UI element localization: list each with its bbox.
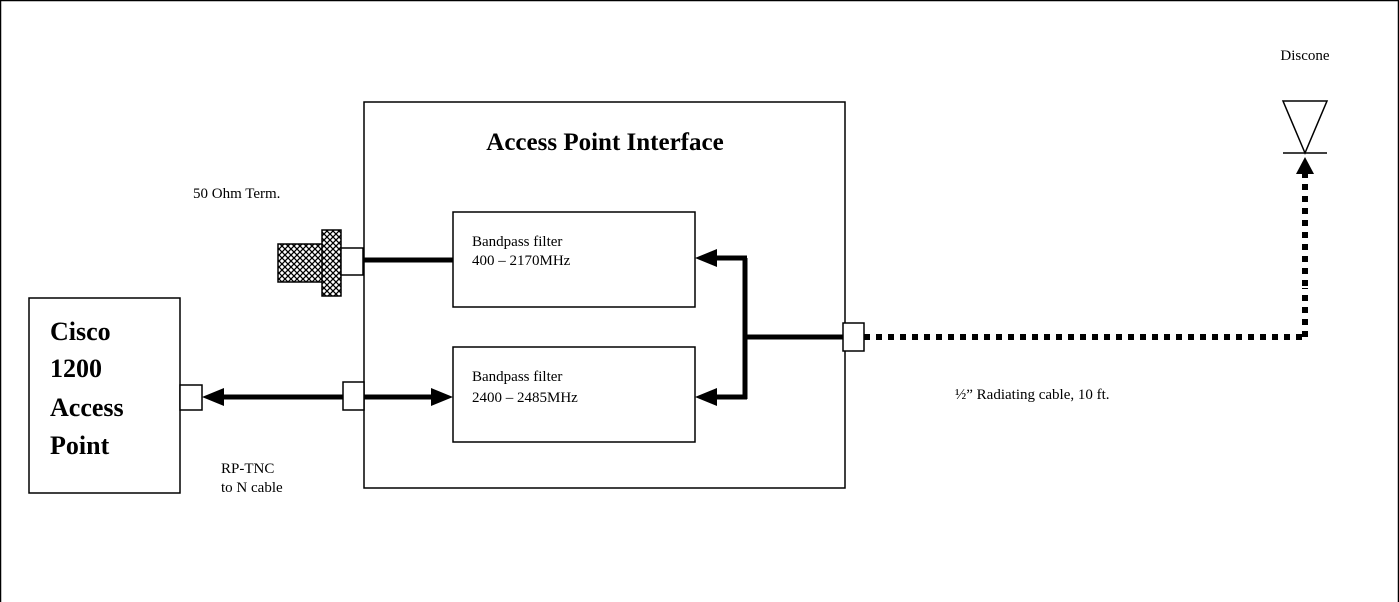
bandpass-filter-high-line1: Bandpass filter: [472, 369, 562, 385]
access-point-line4: Point: [50, 431, 110, 460]
rp-tnc-cable: [202, 388, 343, 406]
bandpass-filter-low-line1: Bandpass filter: [472, 234, 562, 250]
radiating-cable: [864, 288, 1308, 340]
termination-label: 50 Ohm Term.: [193, 186, 280, 202]
bandpass-filter-high-box: [452, 346, 696, 443]
filter-high-input-line: [364, 388, 453, 406]
radiating-cable-label: ½” Radiating cable, 10 ft.: [955, 387, 1110, 403]
access-point-port: [179, 384, 203, 411]
interface-n-connector: [342, 381, 365, 411]
interface-antenna-connector: [842, 322, 865, 352]
access-point-line2: 1200: [50, 354, 102, 383]
access-point-line3: Access: [50, 393, 124, 422]
cable-label-line2: to N cable: [221, 480, 283, 496]
interface-title: Access Point Interface: [486, 129, 723, 156]
termination-connector: [277, 229, 364, 297]
access-point-line1: Cisco: [50, 317, 111, 346]
antenna-label: Discone: [1280, 48, 1329, 64]
discone-antenna-icon: [1281, 100, 1329, 288]
access-point-interface-box: [363, 101, 846, 489]
combiner-lines: [695, 249, 845, 406]
bandpass-filter-high-line2: 2400 – 2485MHz: [472, 390, 578, 406]
cable-label-line1: RP-TNC: [221, 461, 274, 477]
bandpass-filter-low-line2: 400 – 2170MHz: [472, 253, 571, 269]
